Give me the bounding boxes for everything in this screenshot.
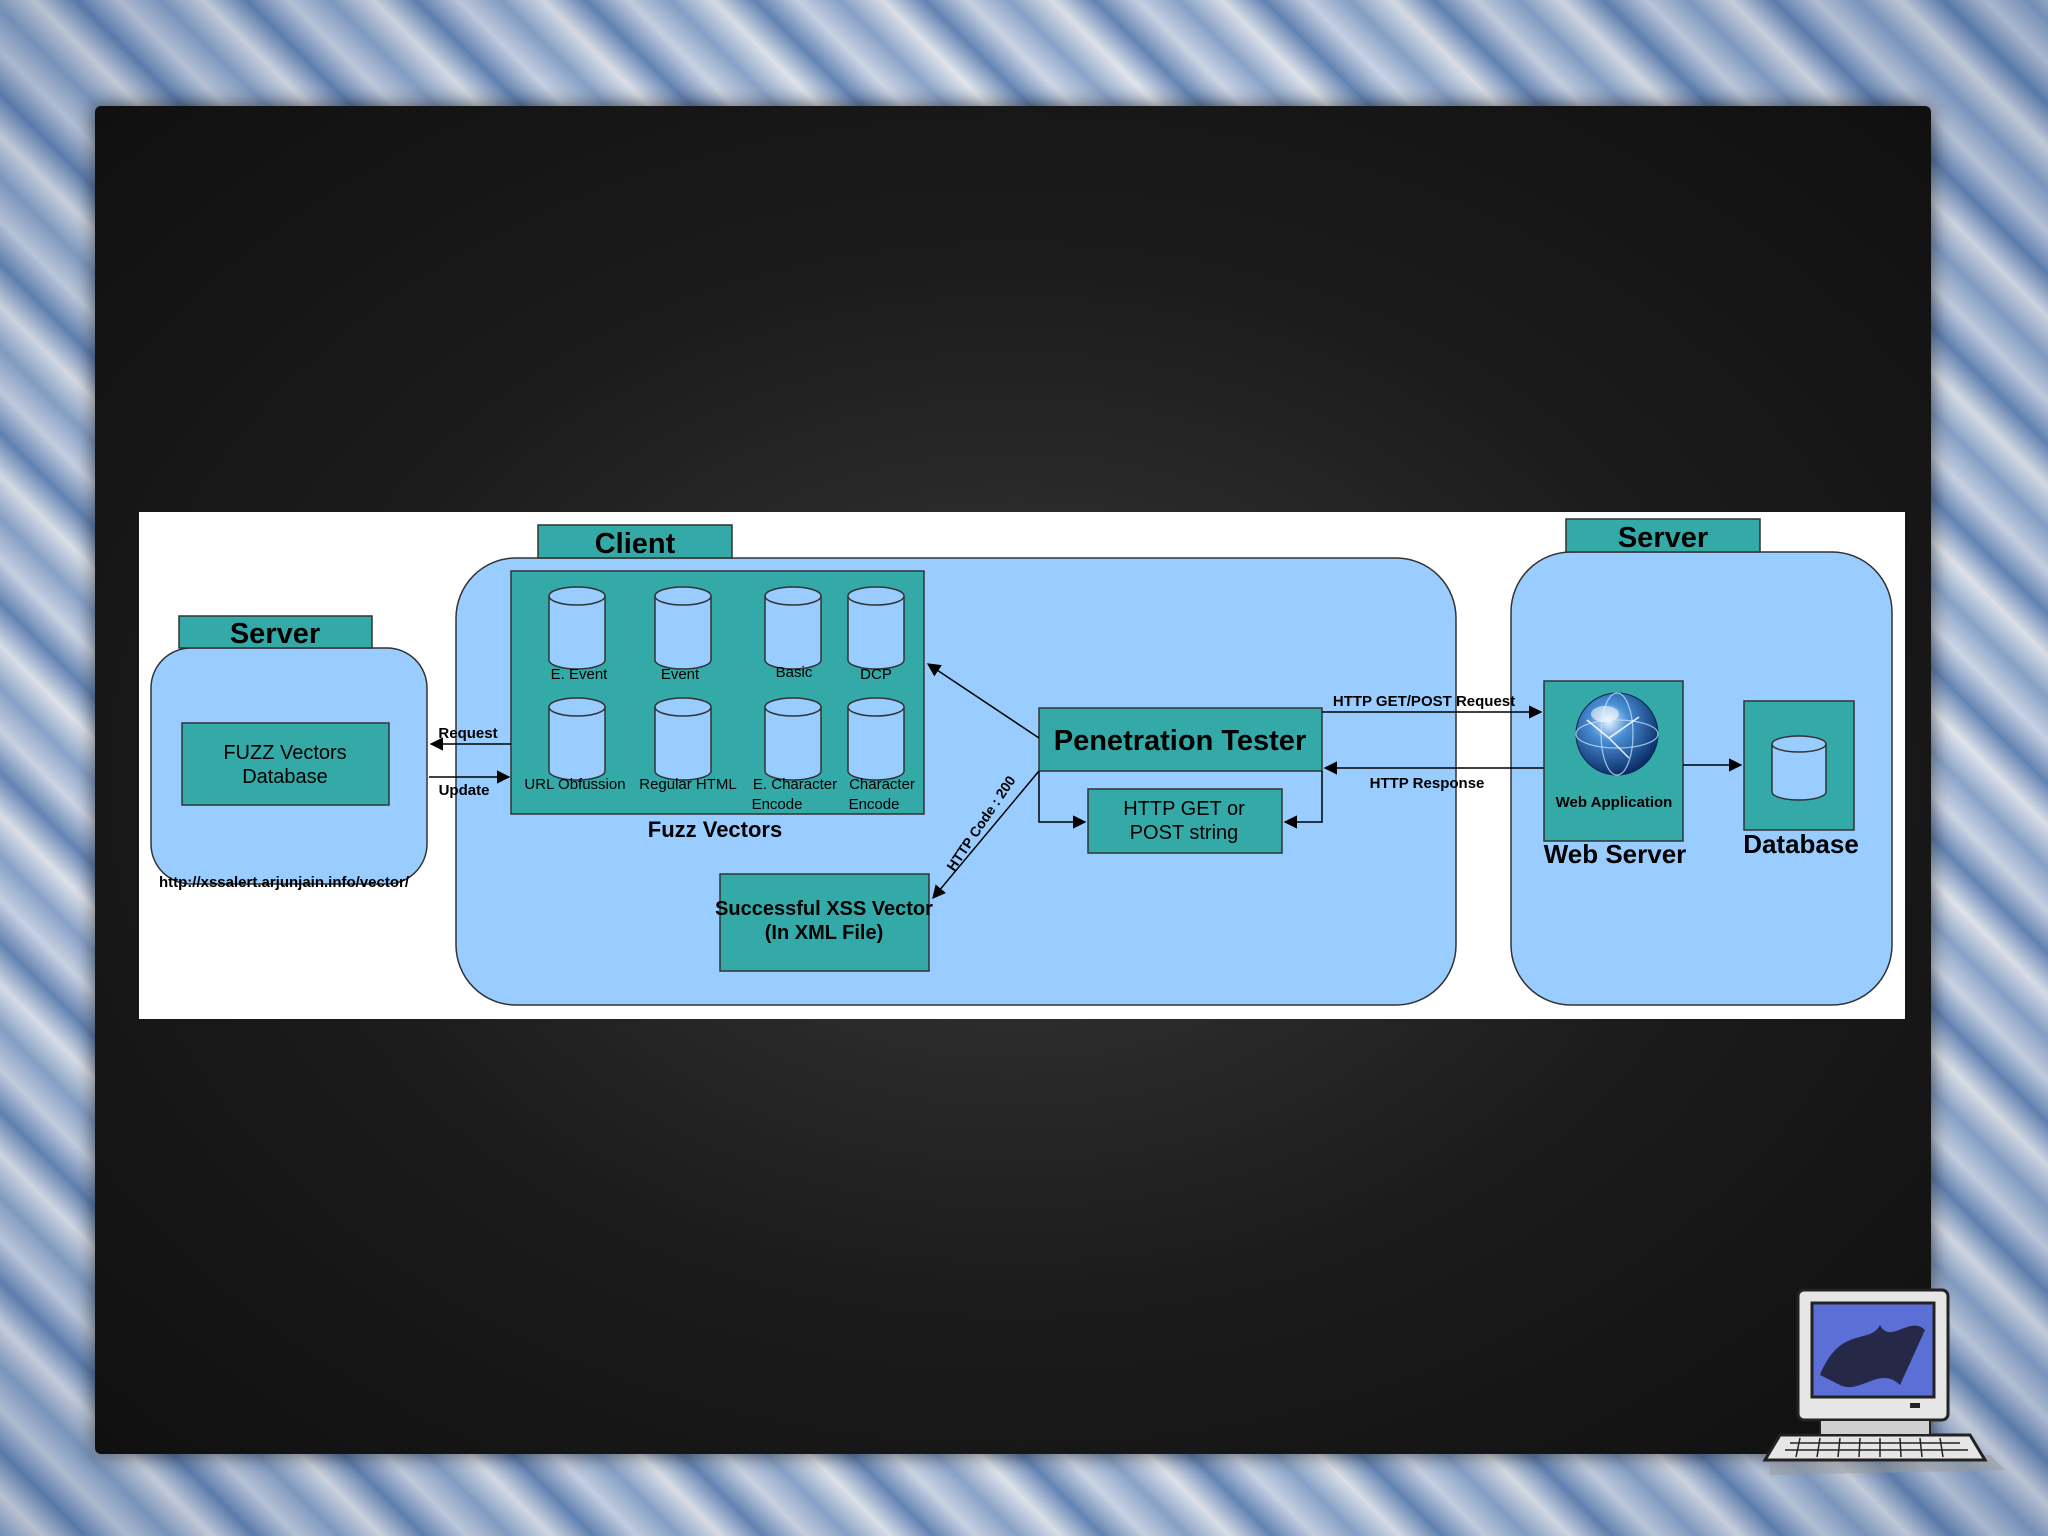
vector-label-line2: Encode (752, 796, 803, 813)
vector-label: Event (661, 666, 700, 683)
update-label: Update (439, 782, 490, 799)
database-cylinder-icon (765, 698, 821, 780)
database-cylinder-icon (1772, 736, 1826, 800)
database-cylinder-icon (848, 587, 904, 669)
penetration-tester-label: Penetration Tester (1054, 725, 1306, 757)
right-server-title-tab: Server (1566, 519, 1760, 554)
database-cylinder-icon (655, 587, 711, 669)
database-label: Database (1743, 829, 1859, 859)
fuzz-vectors-title: Fuzz Vectors (648, 817, 782, 842)
xss-vector-line2: (In XML File) (765, 922, 884, 944)
left-server-title: Server (230, 618, 320, 650)
web-application-box: Web Application (1544, 681, 1683, 841)
fuzz-vectors-database-box: FUZZ Vectors Database (182, 723, 389, 805)
http-get-post-box: HTTP GET or POST string (1088, 789, 1282, 853)
architecture-diagram: Server FUZZ Vectors Database http://xssa… (139, 512, 1905, 1019)
vector-url: http://xssalert.arjunjain.info/vector/ (159, 874, 410, 891)
database-cylinder-icon (655, 698, 711, 780)
vector-label: DCP (860, 666, 892, 683)
diagram-panel: Server FUZZ Vectors Database http://xssa… (139, 512, 1905, 1019)
left-server-title-tab: Server (179, 616, 372, 650)
vector-basic: Basic (765, 587, 821, 681)
vector-label: Basic (776, 664, 813, 681)
xss-vector-line1: Successful XSS Vector (715, 898, 933, 920)
penetration-tester-box: Penetration Tester (1039, 708, 1322, 771)
http-get-post-line2: POST string (1130, 822, 1239, 844)
vector-label: E. Event (551, 666, 609, 683)
client-title-tab: Client (538, 525, 732, 560)
web-server-label: Web Server (1544, 839, 1687, 869)
vector-label-line1: Character (849, 776, 915, 793)
computer-icon (1760, 1285, 2010, 1490)
database-cylinder-icon (848, 698, 904, 780)
fuzz-db-label-line2: Database (242, 766, 328, 788)
database-cylinder-icon (549, 587, 605, 669)
vector-label: URL Obfussion (524, 776, 625, 793)
database-cylinder-icon (549, 698, 605, 780)
xss-vector-box: Successful XSS Vector (In XML File) (715, 874, 933, 971)
request-label: Request (438, 725, 497, 742)
vector-label: Regular HTML (639, 776, 737, 793)
client-title: Client (595, 528, 676, 560)
right-server-title: Server (1618, 522, 1708, 554)
vector-label-line2: Encode (849, 796, 900, 813)
database-box (1744, 701, 1854, 830)
vector-label-line1: E. Character (753, 776, 837, 793)
globe-icon (1576, 693, 1658, 775)
vector-e-event: E. Event (549, 587, 608, 683)
http-request-label: HTTP GET/POST Request (1333, 693, 1515, 710)
web-application-label: Web Application (1556, 794, 1673, 811)
fuzz-db-label-line1: FUZZ Vectors (223, 742, 346, 764)
http-response-label: HTTP Response (1370, 775, 1485, 792)
database-cylinder-icon (765, 587, 821, 669)
http-get-post-line1: HTTP GET or (1123, 798, 1245, 820)
